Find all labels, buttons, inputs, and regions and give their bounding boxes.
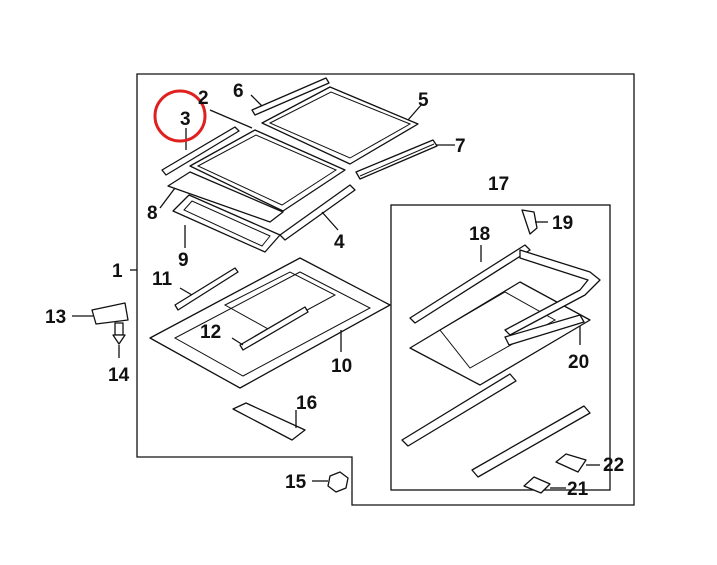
part-4-rail[interactable] [279,184,356,241]
assembly-frame [136,73,635,506]
callout-5: 5 [418,90,429,111]
callout-8: 8 [147,203,158,224]
callout-20: 20 [568,352,589,373]
lower-guide-rail-right[interactable] [471,405,591,478]
roof-frame-inner [173,271,372,377]
rear-glass-inner [268,91,412,159]
callout-3: 3 [180,109,191,130]
callout-12: 12 [200,322,221,343]
part-21-bracket[interactable] [523,476,551,494]
sunshade-inner [439,291,557,369]
part-11-bar[interactable] [174,267,239,311]
leader-8 [159,187,176,209]
front-glass-panel[interactable] [189,129,346,212]
part-3-strip[interactable] [161,126,240,176]
callout-10: 10 [331,356,352,377]
sub-assembly-frame [390,204,611,491]
roof-frame[interactable] [149,257,391,389]
highlight-circle [153,89,207,143]
leader-12 [231,337,244,346]
part-16-bracket[interactable] [232,402,306,441]
callout-22: 22 [603,455,624,476]
leader-5 [407,103,423,121]
callout-1: 1 [112,261,123,282]
callout-21: 21 [567,479,589,500]
part-8-seal[interactable] [167,171,284,223]
callout-19: 19 [552,213,573,234]
callout-15: 15 [285,472,307,493]
callout-16: 16 [296,393,317,414]
part-13-bracket[interactable] [91,302,129,325]
callout-2: 2 [198,88,209,109]
sunshade-frame[interactable] [409,281,591,386]
callout-6: 6 [233,81,244,102]
part-12-bar[interactable] [239,306,309,351]
rear-glass-panel[interactable] [261,86,419,165]
callout-11: 11 [152,269,173,290]
part-15-nut[interactable] [327,471,349,493]
part-9-frame-inner [183,200,271,247]
part-19-clip[interactable] [521,209,538,235]
callout-18: 18 [469,224,490,245]
front-glass-inner [196,134,338,206]
part-7-rail-edge [359,143,435,177]
leader-4 [321,211,339,231]
part-9-frame[interactable] [172,194,281,253]
leader-11 [179,287,193,296]
callout-17: 17 [488,174,509,195]
callout-13: 13 [45,307,66,328]
roof-frame-opening [223,271,337,331]
part-22-motor[interactable] [555,453,587,473]
leader-6 [250,94,263,107]
callout-9: 9 [178,250,189,271]
lower-guide-rail-left[interactable] [401,373,517,447]
part-6-strip[interactable] [251,77,330,116]
part-18-rail[interactable] [409,244,531,324]
upper-guide-rail[interactable] [504,249,601,336]
part-20-rail[interactable] [504,314,585,346]
callout-7: 7 [455,136,466,157]
part-14-screw[interactable] [112,322,126,345]
leader-2 [209,109,253,129]
callout-4: 4 [334,232,345,253]
callout-14: 14 [108,365,130,386]
